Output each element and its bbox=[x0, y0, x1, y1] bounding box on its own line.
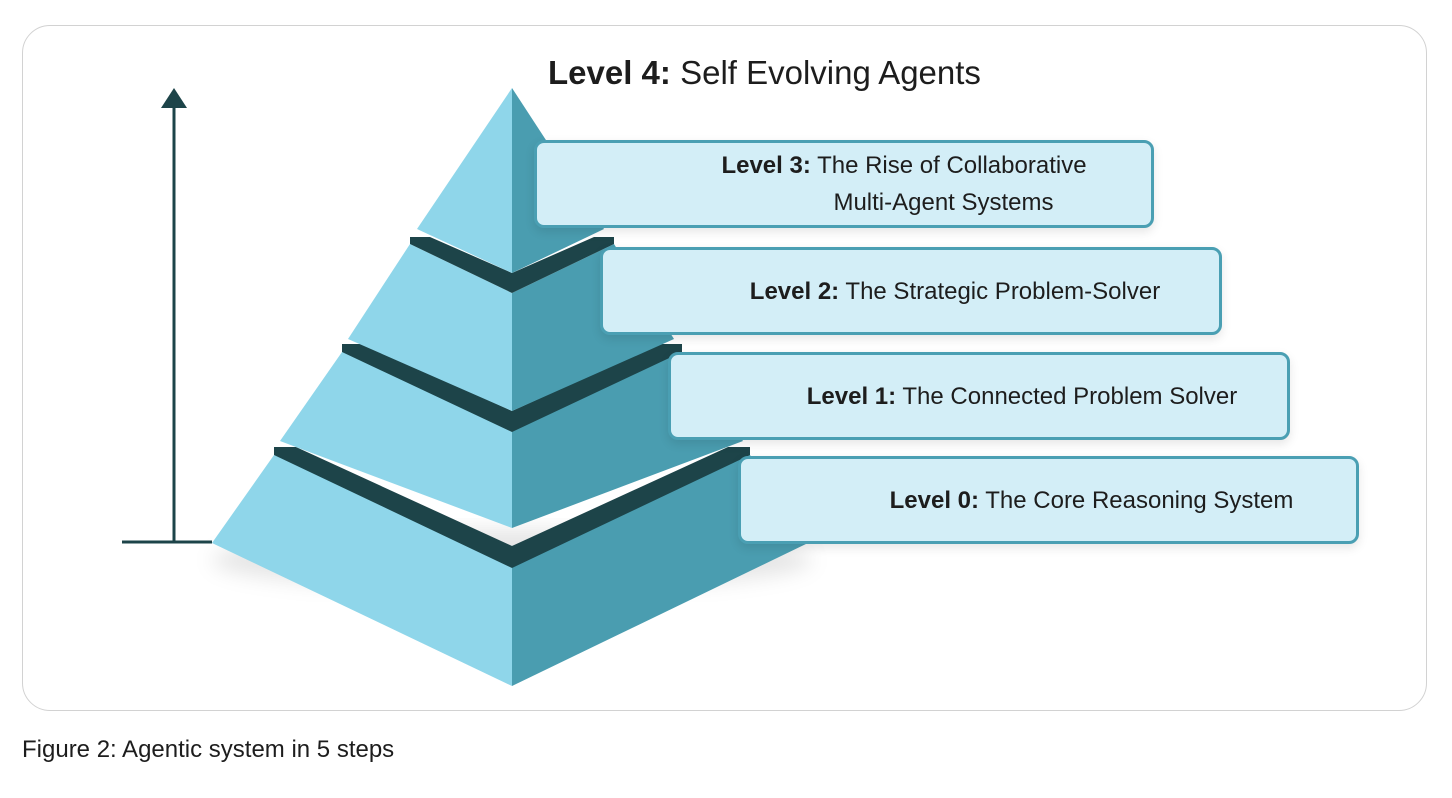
level-2-text: The Strategic Problem-Solver bbox=[845, 277, 1161, 305]
tier-0-right-face bbox=[512, 455, 808, 686]
level-0-label: Level 0: bbox=[889, 486, 979, 514]
level-3-label: Level 3: bbox=[721, 152, 811, 179]
growth-arrow-head-icon bbox=[161, 88, 187, 108]
level-3-text-line2: Multi-Agent Systems bbox=[833, 189, 1054, 216]
level-2-label: Level 2: bbox=[749, 277, 840, 305]
tier-1-band bbox=[342, 344, 682, 432]
level-4-title: Level 4: Self Evolving Agents bbox=[548, 54, 981, 92]
tier-0-band bbox=[274, 447, 750, 568]
level-2-content: Level 2: The Strategic Problem-Solver bbox=[750, 273, 1160, 310]
level-1-content: Level 1: The Connected Problem Solver bbox=[807, 378, 1237, 415]
figure-caption: Figure 2: Agentic system in 5 steps bbox=[22, 736, 395, 763]
level-3-line1: Level 3: The Rise of Collaborative bbox=[721, 147, 1086, 184]
level-4-label: Level 4: bbox=[548, 54, 671, 91]
level-3-text-line1: The Rise of Collaborative bbox=[817, 152, 1087, 179]
level-0-content: Level 0: The Core Reasoning System bbox=[890, 482, 1294, 519]
level-3-box: Level 3: The Rise of Collaborative Multi… bbox=[534, 140, 1154, 228]
level-0-text: The Core Reasoning System bbox=[985, 486, 1294, 514]
level-3-content: Level 3: The Rise of Collaborative Multi… bbox=[721, 147, 1086, 221]
level-4-text: Self Evolving Agents bbox=[680, 54, 981, 91]
tier-0-left-face bbox=[212, 455, 512, 686]
level-1-text: The Connected Problem Solver bbox=[902, 382, 1238, 410]
level-1-box: Level 1: The Connected Problem Solver bbox=[668, 352, 1290, 440]
level-0-box: Level 0: The Core Reasoning System bbox=[738, 456, 1359, 544]
tier-2-band bbox=[410, 237, 614, 293]
level-2-box: Level 2: The Strategic Problem-Solver bbox=[600, 247, 1222, 335]
level-1-label: Level 1: bbox=[806, 382, 897, 410]
tier-3-left-face bbox=[417, 88, 512, 273]
tier-2-left-face bbox=[348, 244, 512, 411]
